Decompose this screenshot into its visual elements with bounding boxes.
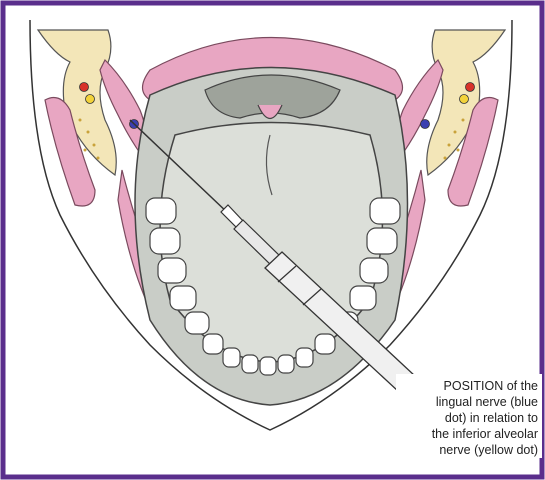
caption-line: dot) in relation to [398, 410, 538, 426]
left-red-dot [80, 83, 89, 92]
left-inferior-alveolar-nerve-yellow-dot [86, 95, 95, 104]
nerve-position-caption: POSITION of the lingual nerve (blue dot)… [398, 378, 538, 458]
caption-line: POSITION of the [398, 378, 538, 394]
caption-line: lingual nerve (blue [398, 394, 538, 410]
right-inferior-alveolar-nerve-yellow-dot [460, 95, 469, 104]
caption-line: nerve (yellow dot) [398, 442, 538, 458]
right-lingual-nerve-blue-dot [421, 120, 430, 129]
caption-line: the inferior alveolar [398, 426, 538, 442]
right-red-dot [466, 83, 475, 92]
